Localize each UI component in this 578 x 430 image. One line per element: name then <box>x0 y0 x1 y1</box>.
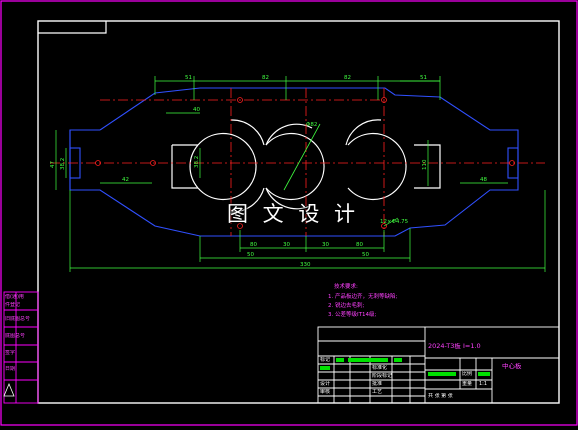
dim-110: 110 <box>422 159 428 170</box>
stamp-5: 签字 <box>5 350 16 356</box>
bore-circle-middle <box>265 132 325 201</box>
mounting-holes <box>95 97 515 229</box>
weight-label: 重量 <box>462 381 473 387</box>
tb-std: 标准化 <box>372 365 388 371</box>
stamp-2: 件登记 <box>5 302 21 308</box>
dim-38-2-right: 38.2 <box>194 156 200 168</box>
sheet-count: 共 张 第 张 <box>428 393 453 399</box>
scale-value: 1:1 <box>479 381 488 387</box>
side-stamp-table <box>3 291 39 404</box>
centerlines <box>50 88 545 236</box>
part-outline <box>69 87 519 237</box>
bore-openings <box>171 132 441 201</box>
code-box <box>38 21 107 34</box>
dim-top-1: 51 <box>185 75 192 81</box>
part-name: 中心板 <box>502 363 522 370</box>
dim-48: 48 <box>480 177 487 183</box>
tb-stage: 阶段标记 <box>372 373 393 379</box>
dim-top-3: 82 <box>344 75 351 81</box>
drawing-number: 2024-T3板 I=1.0 <box>428 343 481 350</box>
stamp-4: 底图总号 <box>5 333 26 339</box>
dim-40: 40 <box>193 107 200 113</box>
dimensions <box>55 76 546 272</box>
dim-bottom-1: 80 <box>250 242 257 248</box>
dimension-text: 51 82 82 51 40 Φ82 47 38.2 42 38.2 110 4… <box>50 75 487 268</box>
notes-line-3: 3. 公差等级IT14级; <box>328 310 376 318</box>
phi-leader <box>283 123 321 191</box>
stamp-3: 旧底图总号 <box>5 316 31 322</box>
notes-line-1: 1. 产品板边齐，无刺等缺陷; <box>328 292 397 300</box>
dim-50-b: 50 <box>362 252 369 258</box>
dim-47: 47 <box>50 161 56 168</box>
dim-hole: 12×Φ4.75 <box>380 219 409 225</box>
title-block <box>317 326 560 404</box>
dim-50-a: 50 <box>247 252 254 258</box>
dim-bottom-2: 30 <box>283 242 290 248</box>
corner-mark <box>548 20 560 31</box>
tb-design: 设计 <box>320 381 331 387</box>
dim-bottom-4: 80 <box>356 242 363 248</box>
tb-approve: 批准 <box>372 381 383 387</box>
dim-top-4: 51 <box>420 75 427 81</box>
tb-mark: 标记 <box>320 357 331 363</box>
notes-line-2: 2. 锐边去毛刺; <box>328 301 364 309</box>
tech-notes: 技术要求: 1. 产品板边齐，无刺等缺陷; 2. 锐边去毛刺; 3. 公差等级I… <box>328 282 397 318</box>
notes-title: 技术要求: <box>334 282 358 290</box>
scale-label: 比例 <box>462 371 473 377</box>
bore-circle-right <box>347 132 407 201</box>
dim-phi: Φ82 <box>306 122 317 128</box>
dim-330: 330 <box>300 262 311 268</box>
dim-top-2: 82 <box>262 75 269 81</box>
drawing-frame <box>37 20 560 404</box>
tb-check: 审核 <box>320 389 331 395</box>
projection-symbol <box>3 382 15 397</box>
tb-process: 工艺 <box>372 389 383 395</box>
dim-38-2: 38.2 <box>60 158 66 170</box>
stamp-6: 日期 <box>5 366 16 372</box>
title-block-fills <box>320 358 490 376</box>
bore-circle-left <box>197 132 257 201</box>
dim-42: 42 <box>122 177 129 183</box>
stamp-1: 借(通)用 <box>5 294 24 300</box>
dim-bottom-3: 30 <box>322 242 329 248</box>
